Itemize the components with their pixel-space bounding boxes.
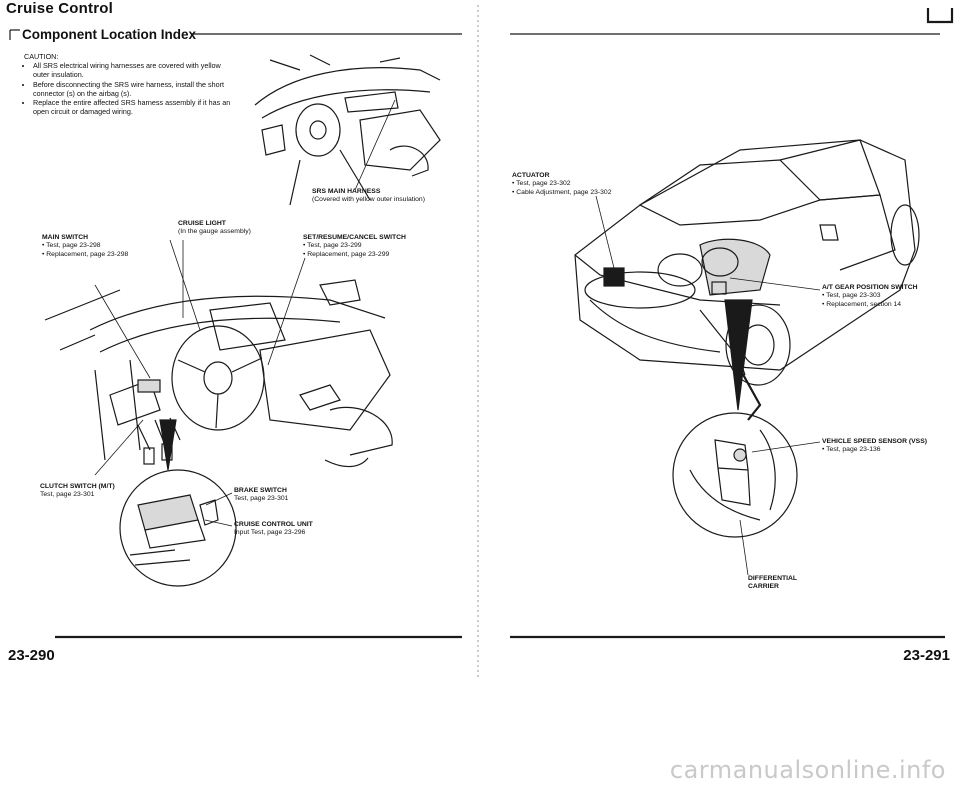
label-line: • Replacement, page 23-299 [303, 250, 390, 258]
caution-item: Replace the entire affected SRS harness … [33, 98, 239, 116]
label-line: Input Test, page 23-296 [234, 529, 306, 537]
page-subtitle: Component Location Index [22, 27, 196, 42]
label-name: CRUISE LIGHT [178, 220, 226, 227]
label-brake-switch: BRAKE SWITCH Test, page 23-301 [234, 487, 344, 504]
page-title: Cruise Control [6, 0, 113, 17]
label-vehicle-speed-sensor: VEHICLE SPEED SENSOR (VSS) • Test, page … [822, 438, 952, 455]
label-name: VEHICLE SPEED SENSOR (VSS) [822, 438, 927, 445]
label-name: CLUTCH SWITCH (M/T) [40, 483, 115, 490]
label-name: MAIN SWITCH [42, 234, 89, 241]
label-differential-carrier: DIFFERENTIAL CARRIER [748, 575, 828, 592]
left-page-number: 23-290 [8, 647, 55, 664]
label-name: SET/RESUME/CANCEL SWITCH [303, 234, 406, 241]
car-drawing [574, 139, 920, 421]
label-line: • Test, page 23-298 [42, 242, 101, 250]
label-line: • Test, page 23-299 [303, 242, 362, 250]
main-dashboard-drawing [44, 239, 393, 476]
label-name: CRUISE CONTROL UNIT [234, 521, 313, 528]
label-name: CARRIER [748, 583, 779, 591]
label-clutch-switch: CLUTCH SWITCH (M/T) Test, page 23-301 [40, 483, 150, 500]
watermark: carmanualsonline.info [669, 756, 946, 784]
small-dashboard-drawing [254, 54, 441, 206]
label-name: ACTUATOR [512, 172, 550, 179]
label-actuator: ACTUATOR • Test, page 23-302 • Cable Adj… [512, 172, 642, 197]
label-set-resume-cancel-switch: SET/RESUME/CANCEL SWITCH • Test, page 23… [303, 234, 453, 259]
label-cruise-light: CRUISE LIGHT (In the gauge assembly) [178, 220, 288, 237]
control-unit-magnifier [119, 469, 237, 587]
caution-list: All SRS electrical wiring harnesses are … [24, 61, 239, 116]
label-line: • Cable Adjustment, page 23-302 [512, 188, 612, 196]
label-line: • Test, page 23-303 [822, 292, 881, 300]
label-line: • Replacement, page 23-298 [42, 250, 129, 258]
label-cruise-control-unit: CRUISE CONTROL UNIT Input Test, page 23-… [234, 521, 354, 538]
caution-item: All SRS electrical wiring harnesses are … [33, 61, 239, 79]
label-main-switch: MAIN SWITCH • Test, page 23-298 • Replac… [42, 234, 152, 259]
vss-magnifier [672, 412, 821, 576]
caution-item: Before disconnecting the SRS wire harnes… [33, 80, 239, 98]
label-line: • Test, page 23-136 [822, 446, 881, 454]
caution-heading: CAUTION: [24, 52, 59, 61]
label-note: (In the gauge assembly) [178, 228, 251, 236]
label-name: A/T GEAR POSITION SWITCH [822, 284, 918, 291]
label-name: SRS MAIN HARNESS [312, 188, 381, 195]
label-at-gear-position-switch: A/T GEAR POSITION SWITCH • Test, page 23… [822, 284, 952, 309]
corner-mark [926, 8, 954, 24]
label-line: • Test, page 23-302 [512, 180, 571, 188]
label-name: BRAKE SWITCH [234, 487, 287, 494]
label-line: Test, page 23-301 [234, 495, 289, 503]
label-note: (Covered with yellow outer insulation) [312, 196, 425, 204]
caution-box: CAUTION: All SRS electrical wiring harne… [24, 52, 239, 116]
label-line: Test, page 23-301 [40, 491, 95, 499]
label-name: DIFFERENTIAL [748, 575, 798, 582]
label-line: • Replacement, section 14 [822, 300, 902, 308]
right-page-number: 23-291 [903, 647, 950, 664]
label-srs-harness: SRS MAIN HARNESS (Covered with yellow ou… [312, 188, 472, 205]
